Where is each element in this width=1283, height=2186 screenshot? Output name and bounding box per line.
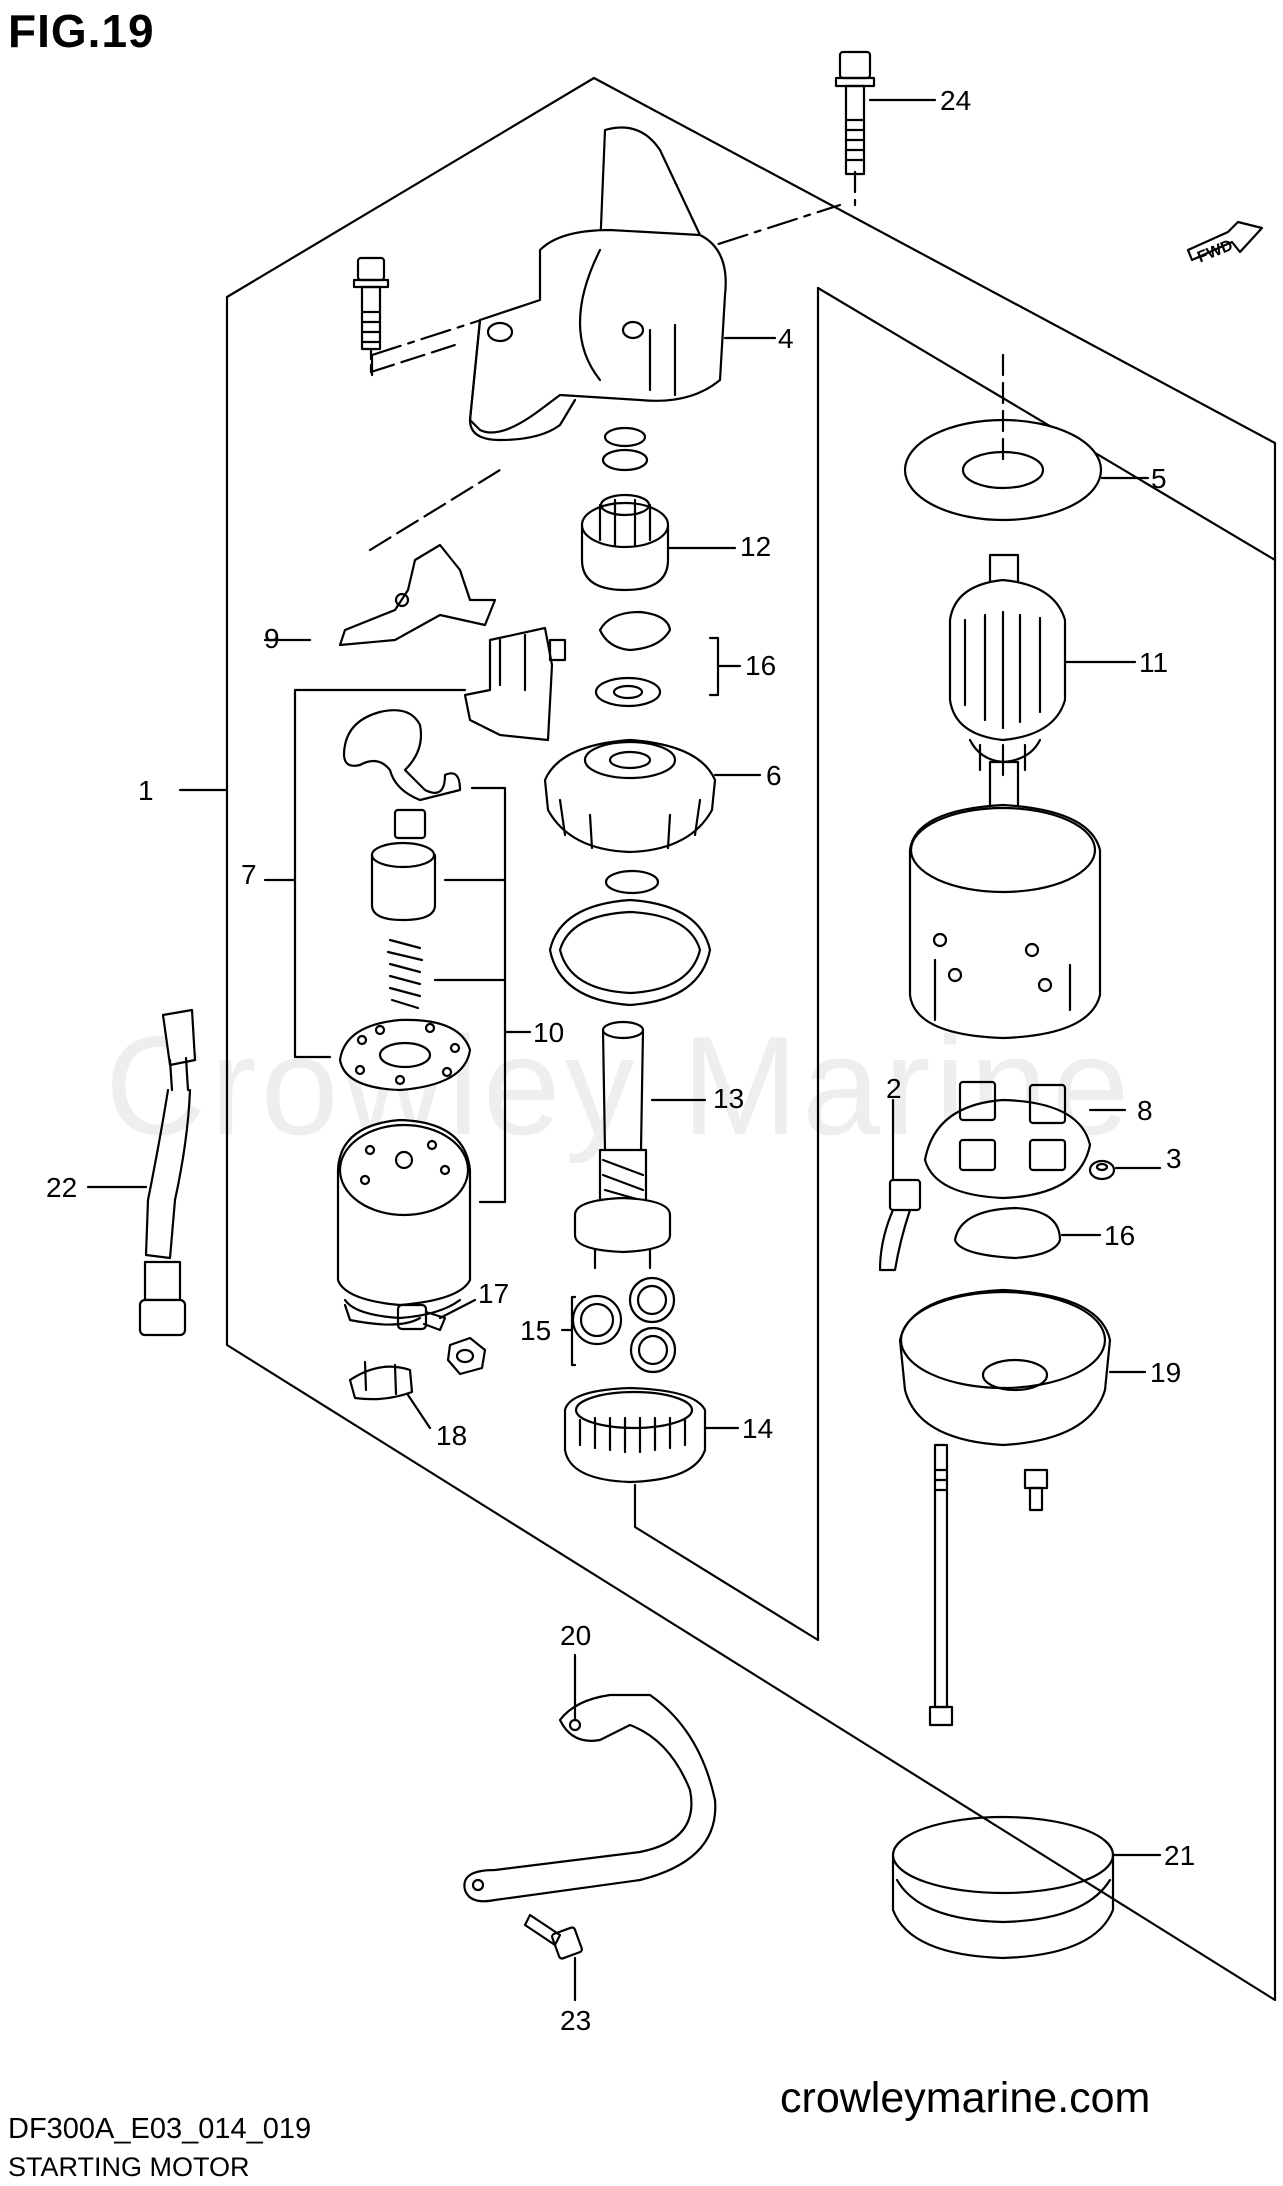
part-plate (338, 1018, 472, 1092)
part-ring-gear-14 (563, 1386, 707, 1484)
part-holder-7 (463, 626, 567, 742)
part-pinion-12 (580, 426, 670, 592)
part-lever-9 (338, 468, 502, 647)
callout-3: 3 (1166, 1143, 1182, 1174)
part-harness-22 (138, 1008, 197, 1337)
part-spring-wire (342, 709, 462, 802)
part-housing-4 (468, 126, 727, 442)
callout-23: 23 (560, 2005, 591, 2036)
part-strap-20 (463, 1693, 717, 1903)
part-gasket (548, 869, 712, 1007)
part-armature-11 (948, 553, 1067, 814)
callout-8: 8 (1137, 1095, 1153, 1126)
callout-12: 12 (740, 531, 771, 562)
part-shaft-13 (573, 1020, 672, 1270)
figure-code: DF300A_E03_014_019 (8, 2113, 312, 2145)
callout-14: 14 (742, 1413, 773, 1444)
callout-19: 19 (1150, 1357, 1181, 1388)
part-band-21 (891, 1815, 1115, 1960)
part-terminal-17 (396, 1303, 447, 1332)
part-plunger (370, 808, 437, 922)
part-shim-5 (903, 353, 1103, 522)
callout-1: 1 (138, 775, 154, 806)
callout-5: 5 (1151, 463, 1167, 494)
callout-11: 11 (1139, 647, 1168, 678)
part-gears-15 (571, 1276, 677, 1374)
part-yoke (908, 803, 1102, 1040)
callout-16-upper: 16 (745, 650, 776, 681)
part-bolt-24 (834, 50, 876, 176)
part-clip-washer-16a (594, 610, 672, 708)
callout-24: 24 (940, 85, 971, 116)
part-bolt-23 (523, 1913, 583, 1960)
part-cap-3 (1088, 1159, 1116, 1181)
callout-16-lower: 16 (1104, 1220, 1135, 1251)
part-spring (386, 938, 424, 1010)
callout-21: 21 (1164, 1840, 1195, 1871)
part-nut (446, 1336, 487, 1376)
callout-9: 9 (264, 623, 280, 654)
callout-10: 10 (533, 1017, 564, 1048)
part-brush-holder-8 (923, 1080, 1092, 1200)
callout-2: 2 (886, 1073, 902, 1104)
leader-lines (86, 98, 1162, 2002)
callout-17: 17 (478, 1278, 509, 1309)
callout-4: 4 (778, 323, 794, 354)
part-bracket-6 (543, 738, 717, 854)
callout-7: 7 (241, 859, 257, 890)
part-lead-2 (878, 1178, 922, 1272)
part-washer-16b (953, 1206, 1062, 1260)
callout-13: 13 (713, 1083, 744, 1114)
part-bolt-top-left (352, 256, 457, 374)
callout-labels: 1 2 3 4 5 6 7 8 9 10 11 12 13 14 15 16 1… (46, 85, 1195, 2036)
callout-22: 22 (46, 1172, 77, 1203)
figure-name: STARTING MOTOR (8, 2152, 250, 2182)
part-end-cover-19 (898, 1288, 1112, 1447)
fwd-arrow-icon: FWD (1186, 220, 1264, 266)
callout-15: 15 (520, 1315, 551, 1346)
part-clamp-18 (348, 1360, 414, 1401)
callout-6: 6 (766, 760, 782, 791)
callout-18: 18 (436, 1420, 467, 1451)
part-through-bolt (928, 1443, 1049, 1727)
figure-title: FIG.19 (8, 5, 155, 57)
website-label: crowleymarine.com (780, 2074, 1151, 2122)
part-solenoid (336, 1118, 472, 1326)
callout-20: 20 (560, 1620, 591, 1651)
group-lines (178, 636, 742, 1367)
